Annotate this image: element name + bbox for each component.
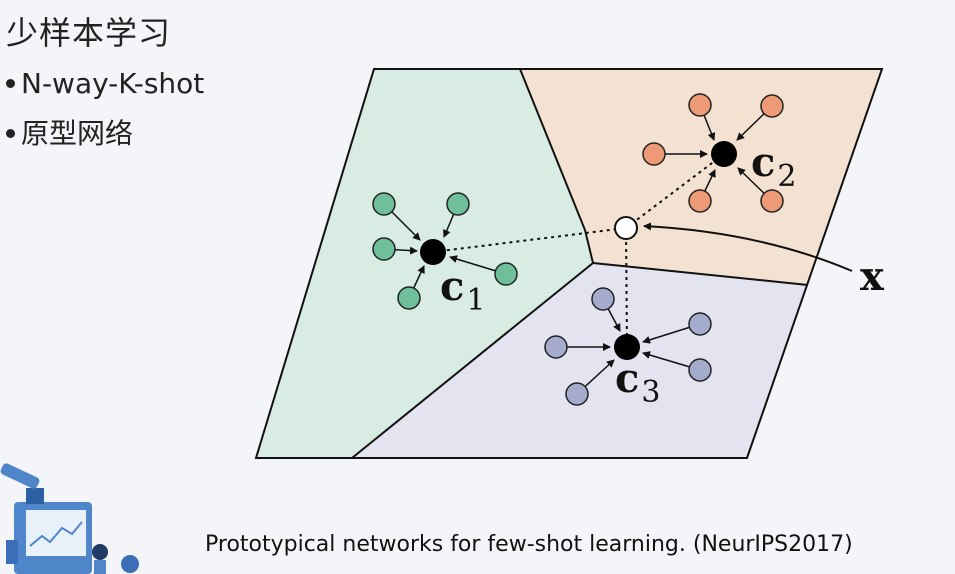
support-point [591,287,615,311]
prototype-c3-subscript: 3 [641,375,660,410]
bullet-dot-icon [6,128,15,138]
bullet-item: N-way-K-shot [6,64,204,114]
query-point [614,216,638,240]
bullet-item: 原型网络 [6,114,204,164]
prototype-c2 [711,141,737,167]
support-point [565,382,589,406]
prototype-c2-subscript: 2 [777,159,796,194]
distance-line-c1 [432,227,627,253]
support-point [688,93,712,117]
support-point [688,358,712,382]
prototype-c1-label: c1 [440,263,485,318]
query-label: x [860,253,885,300]
support-point [446,192,470,216]
distance-line-c3 [625,227,628,348]
prototype-c1-letter: c [440,263,464,310]
support-point [688,312,712,336]
support-point [688,189,712,213]
bullet-dot-icon [6,78,15,88]
prototype-c2-letter: c [751,139,775,186]
prototype-c3-letter: c [615,355,639,402]
bullet-list: N-way-K-shot 原型网络 [6,64,204,164]
slide-title: 少样本学习 [6,14,172,52]
class-2-region [520,69,882,285]
prototype-c3 [614,334,640,360]
robot-illustration-icon [0,463,139,574]
support-point [760,189,784,213]
decision-boundary [592,262,809,286]
figure-caption: Prototypical networks for few-shot learn… [205,532,853,557]
bullet-text: 原型网络 [21,117,134,150]
class-1-region [256,69,593,458]
support-point [372,237,396,261]
class-1-support-set [372,192,518,310]
prototype-c3-label: c3 [615,355,660,410]
prototype-c2-label: c2 [751,139,796,194]
feature-space-outline [254,68,884,459]
support-point [397,286,421,310]
class-3-support-set [544,287,712,406]
class-2-support-set [642,93,784,213]
support-point [544,335,568,359]
support-point [494,262,518,286]
bullet-text: N-way-K-shot [21,67,205,100]
prototype-c1-subscript: 1 [466,283,485,318]
decision-boundary [351,68,595,459]
class-3-region [352,263,808,458]
prototype-c1 [420,239,446,265]
support-point [372,192,396,216]
query-arrow [643,222,853,272]
support-point [642,142,666,166]
support-point [760,94,784,118]
